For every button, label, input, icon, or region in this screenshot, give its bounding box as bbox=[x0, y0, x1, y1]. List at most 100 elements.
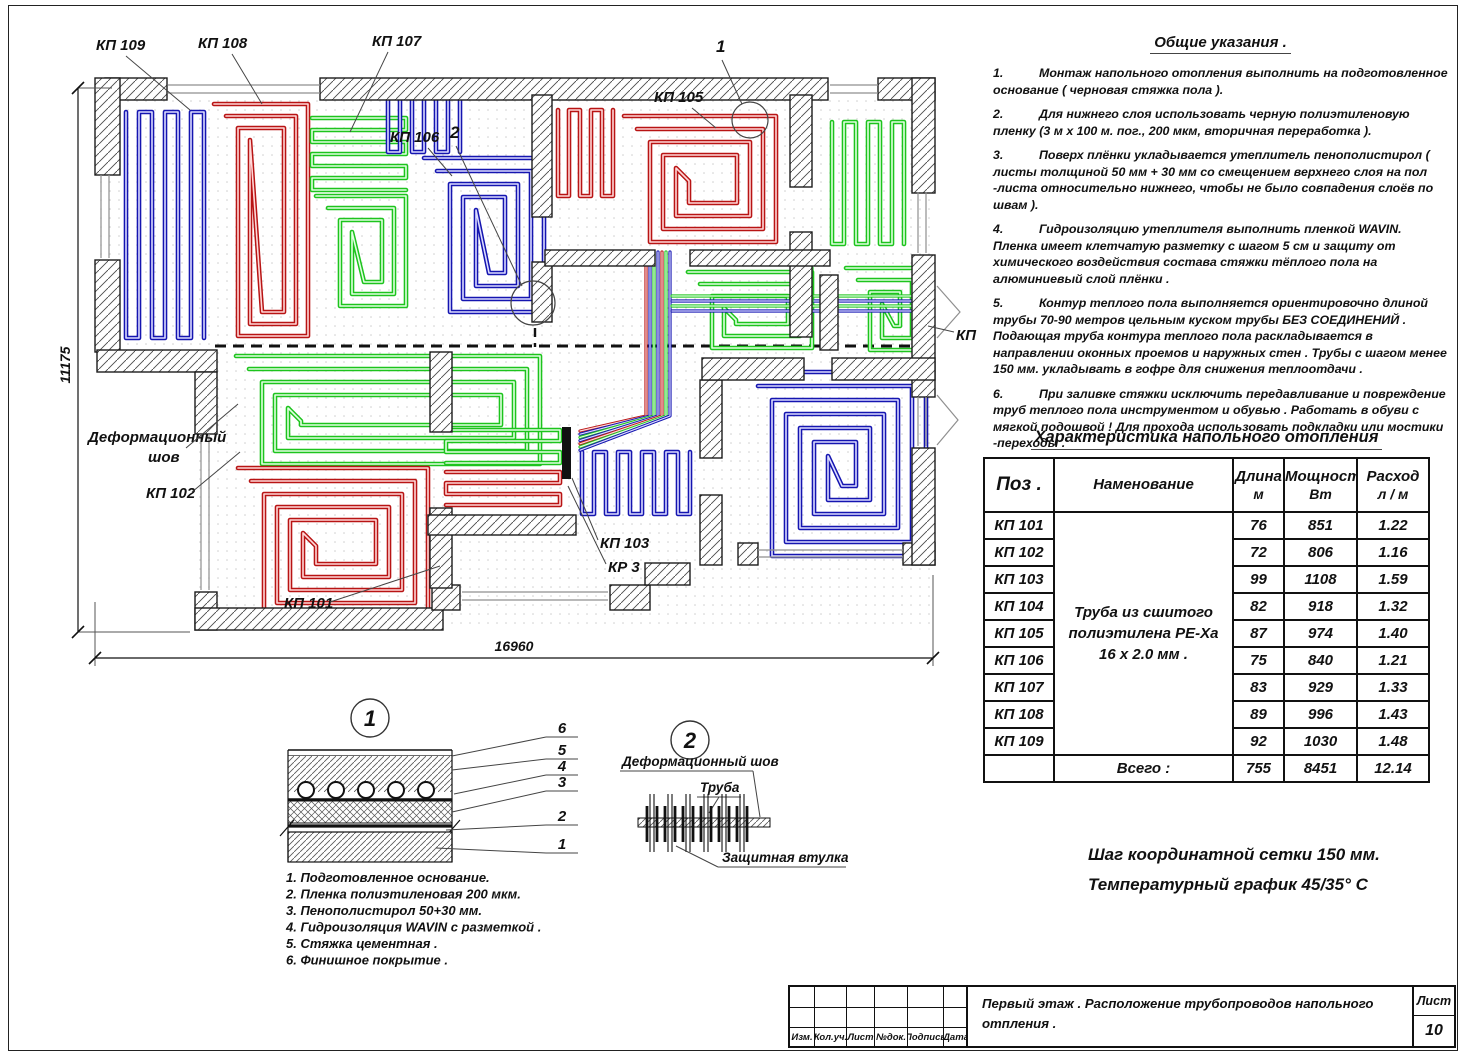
label-kp109: КП 109 bbox=[96, 37, 146, 54]
callout-number: 1 bbox=[558, 836, 566, 853]
total-value: 8451 bbox=[1283, 754, 1358, 783]
revision-cell bbox=[875, 1007, 908, 1027]
wall bbox=[699, 379, 723, 459]
revision-cell bbox=[790, 1007, 815, 1027]
pipe-loop-kp106a-inner bbox=[387, 97, 461, 153]
cell-value: 89 bbox=[1232, 700, 1285, 729]
callout-leader bbox=[453, 774, 547, 795]
revision-cell bbox=[944, 1007, 968, 1027]
wall bbox=[819, 274, 839, 351]
heating-pipe-loops bbox=[123, 95, 929, 619]
marker-leader bbox=[721, 59, 743, 105]
marker-circle bbox=[510, 280, 556, 326]
cell-value: 1108 bbox=[1283, 565, 1358, 594]
col-header-pos: Поз . bbox=[983, 457, 1055, 513]
callout-number: 5 bbox=[558, 742, 567, 759]
manifold-kr3 bbox=[562, 427, 571, 479]
pipe-loop-kp108-inner bbox=[213, 103, 309, 337]
revision-col-5: Подпись bbox=[908, 1027, 944, 1046]
label-kp105: КП 105 bbox=[654, 89, 704, 106]
wall bbox=[544, 249, 656, 267]
wall bbox=[94, 77, 121, 176]
wall bbox=[911, 77, 936, 194]
general-notes-list: 1.Монтаж напольного отопления выполнить … bbox=[993, 65, 1448, 452]
revision-cell bbox=[908, 1007, 944, 1027]
callout-number: 3 bbox=[558, 774, 567, 791]
detail2-sleeve-label: Защитная втулка bbox=[722, 850, 849, 865]
leader-kp102 bbox=[191, 451, 241, 493]
pipe-loop-kp103b-inner bbox=[743, 371, 927, 557]
revision-cell bbox=[847, 1007, 875, 1027]
cell-value: 76 bbox=[1232, 511, 1285, 540]
leader-kp103 bbox=[571, 477, 599, 541]
leader-kp104 bbox=[927, 325, 955, 333]
pipe-loop-kp104b-inner bbox=[687, 271, 813, 349]
wall bbox=[911, 447, 936, 566]
cell-pos: КП 103 bbox=[983, 565, 1055, 594]
dim-tick bbox=[926, 651, 940, 665]
dimensions: 16960 11175 bbox=[57, 81, 940, 666]
label-leader bbox=[752, 770, 761, 818]
leader-kp105 bbox=[691, 107, 717, 129]
wall bbox=[94, 259, 121, 353]
pipe-loop-kp102-inner bbox=[235, 355, 541, 465]
temperature-note: Температурный график 45/35° С bbox=[1088, 875, 1368, 894]
detail2-pipe-label: Труба bbox=[700, 780, 740, 795]
walls bbox=[94, 77, 936, 631]
plan-marker-2: 2 bbox=[449, 123, 460, 142]
label-kp104: КП 104 bbox=[956, 327, 980, 344]
pipe-section-circle bbox=[357, 781, 375, 799]
pipe-loop-corr-red-inner bbox=[445, 471, 561, 506]
cell-value: 840 bbox=[1283, 646, 1358, 675]
dim-value-height: 11175 bbox=[57, 346, 73, 383]
label-kp107: КП 107 bbox=[372, 33, 422, 50]
general-note-4: 4.Гидроизоляцию утеплителя выполнить пле… bbox=[993, 222, 1402, 286]
cell-value: 92 bbox=[1232, 727, 1285, 756]
cell-pos: КП 109 bbox=[983, 727, 1055, 756]
general-note-6: 6.При заливке стяжки исключить передавли… bbox=[993, 386, 1446, 451]
leader-kp109 bbox=[125, 55, 191, 111]
revision-col-4: №док. bbox=[875, 1027, 908, 1046]
legend-line: 4. Гидроизоляция WAVIN с разметкой . bbox=[285, 920, 541, 935]
pipe-loop-kp105b-inner bbox=[623, 115, 777, 243]
pipe-loop-corr-green-inner bbox=[445, 429, 561, 464]
revision-cell bbox=[790, 987, 815, 1007]
revision-cell bbox=[847, 987, 875, 1007]
label-kp106: КП 106 bbox=[390, 129, 440, 146]
layer-base bbox=[287, 831, 453, 863]
pipe-section-circle bbox=[417, 781, 435, 799]
legend-line: 5. Стяжка цементная . bbox=[286, 936, 438, 951]
drawing-title-line1: Первый этаж . Расположение трубопроводов… bbox=[982, 996, 1374, 1011]
cell-value: 851 bbox=[1283, 511, 1358, 540]
drawing-title-line2: отпления . bbox=[982, 1016, 1057, 1032]
revision-col-1: Изм. bbox=[790, 1027, 815, 1046]
cell-empty bbox=[983, 754, 1055, 783]
wall bbox=[699, 494, 723, 566]
cell-value: 1.59 bbox=[1356, 565, 1430, 594]
detail2-joint-label: Деформационный шов bbox=[621, 754, 779, 769]
marker-circle bbox=[731, 101, 769, 139]
general-notes: Общие указания . 1.Монтаж напольного ото… bbox=[993, 34, 1448, 460]
pipe-loop-kp101-inner bbox=[237, 467, 429, 617]
cell-value: 806 bbox=[1283, 538, 1358, 567]
characteristics-table: Поз .НаменованиеДлинамМощностьВтРасходл … bbox=[983, 457, 1430, 783]
dim-value-width: 16960 bbox=[495, 638, 534, 654]
callout-number: 4 bbox=[557, 758, 567, 775]
characteristics-title: Характеристика напольного отопления bbox=[983, 428, 1430, 450]
manifold bbox=[562, 427, 571, 479]
wall bbox=[194, 607, 444, 631]
cell-value: 82 bbox=[1232, 592, 1285, 621]
windows bbox=[100, 84, 961, 601]
layer-foam bbox=[287, 800, 453, 824]
cell-value: 1.22 bbox=[1356, 511, 1430, 540]
bundle-line-inner bbox=[579, 251, 671, 451]
